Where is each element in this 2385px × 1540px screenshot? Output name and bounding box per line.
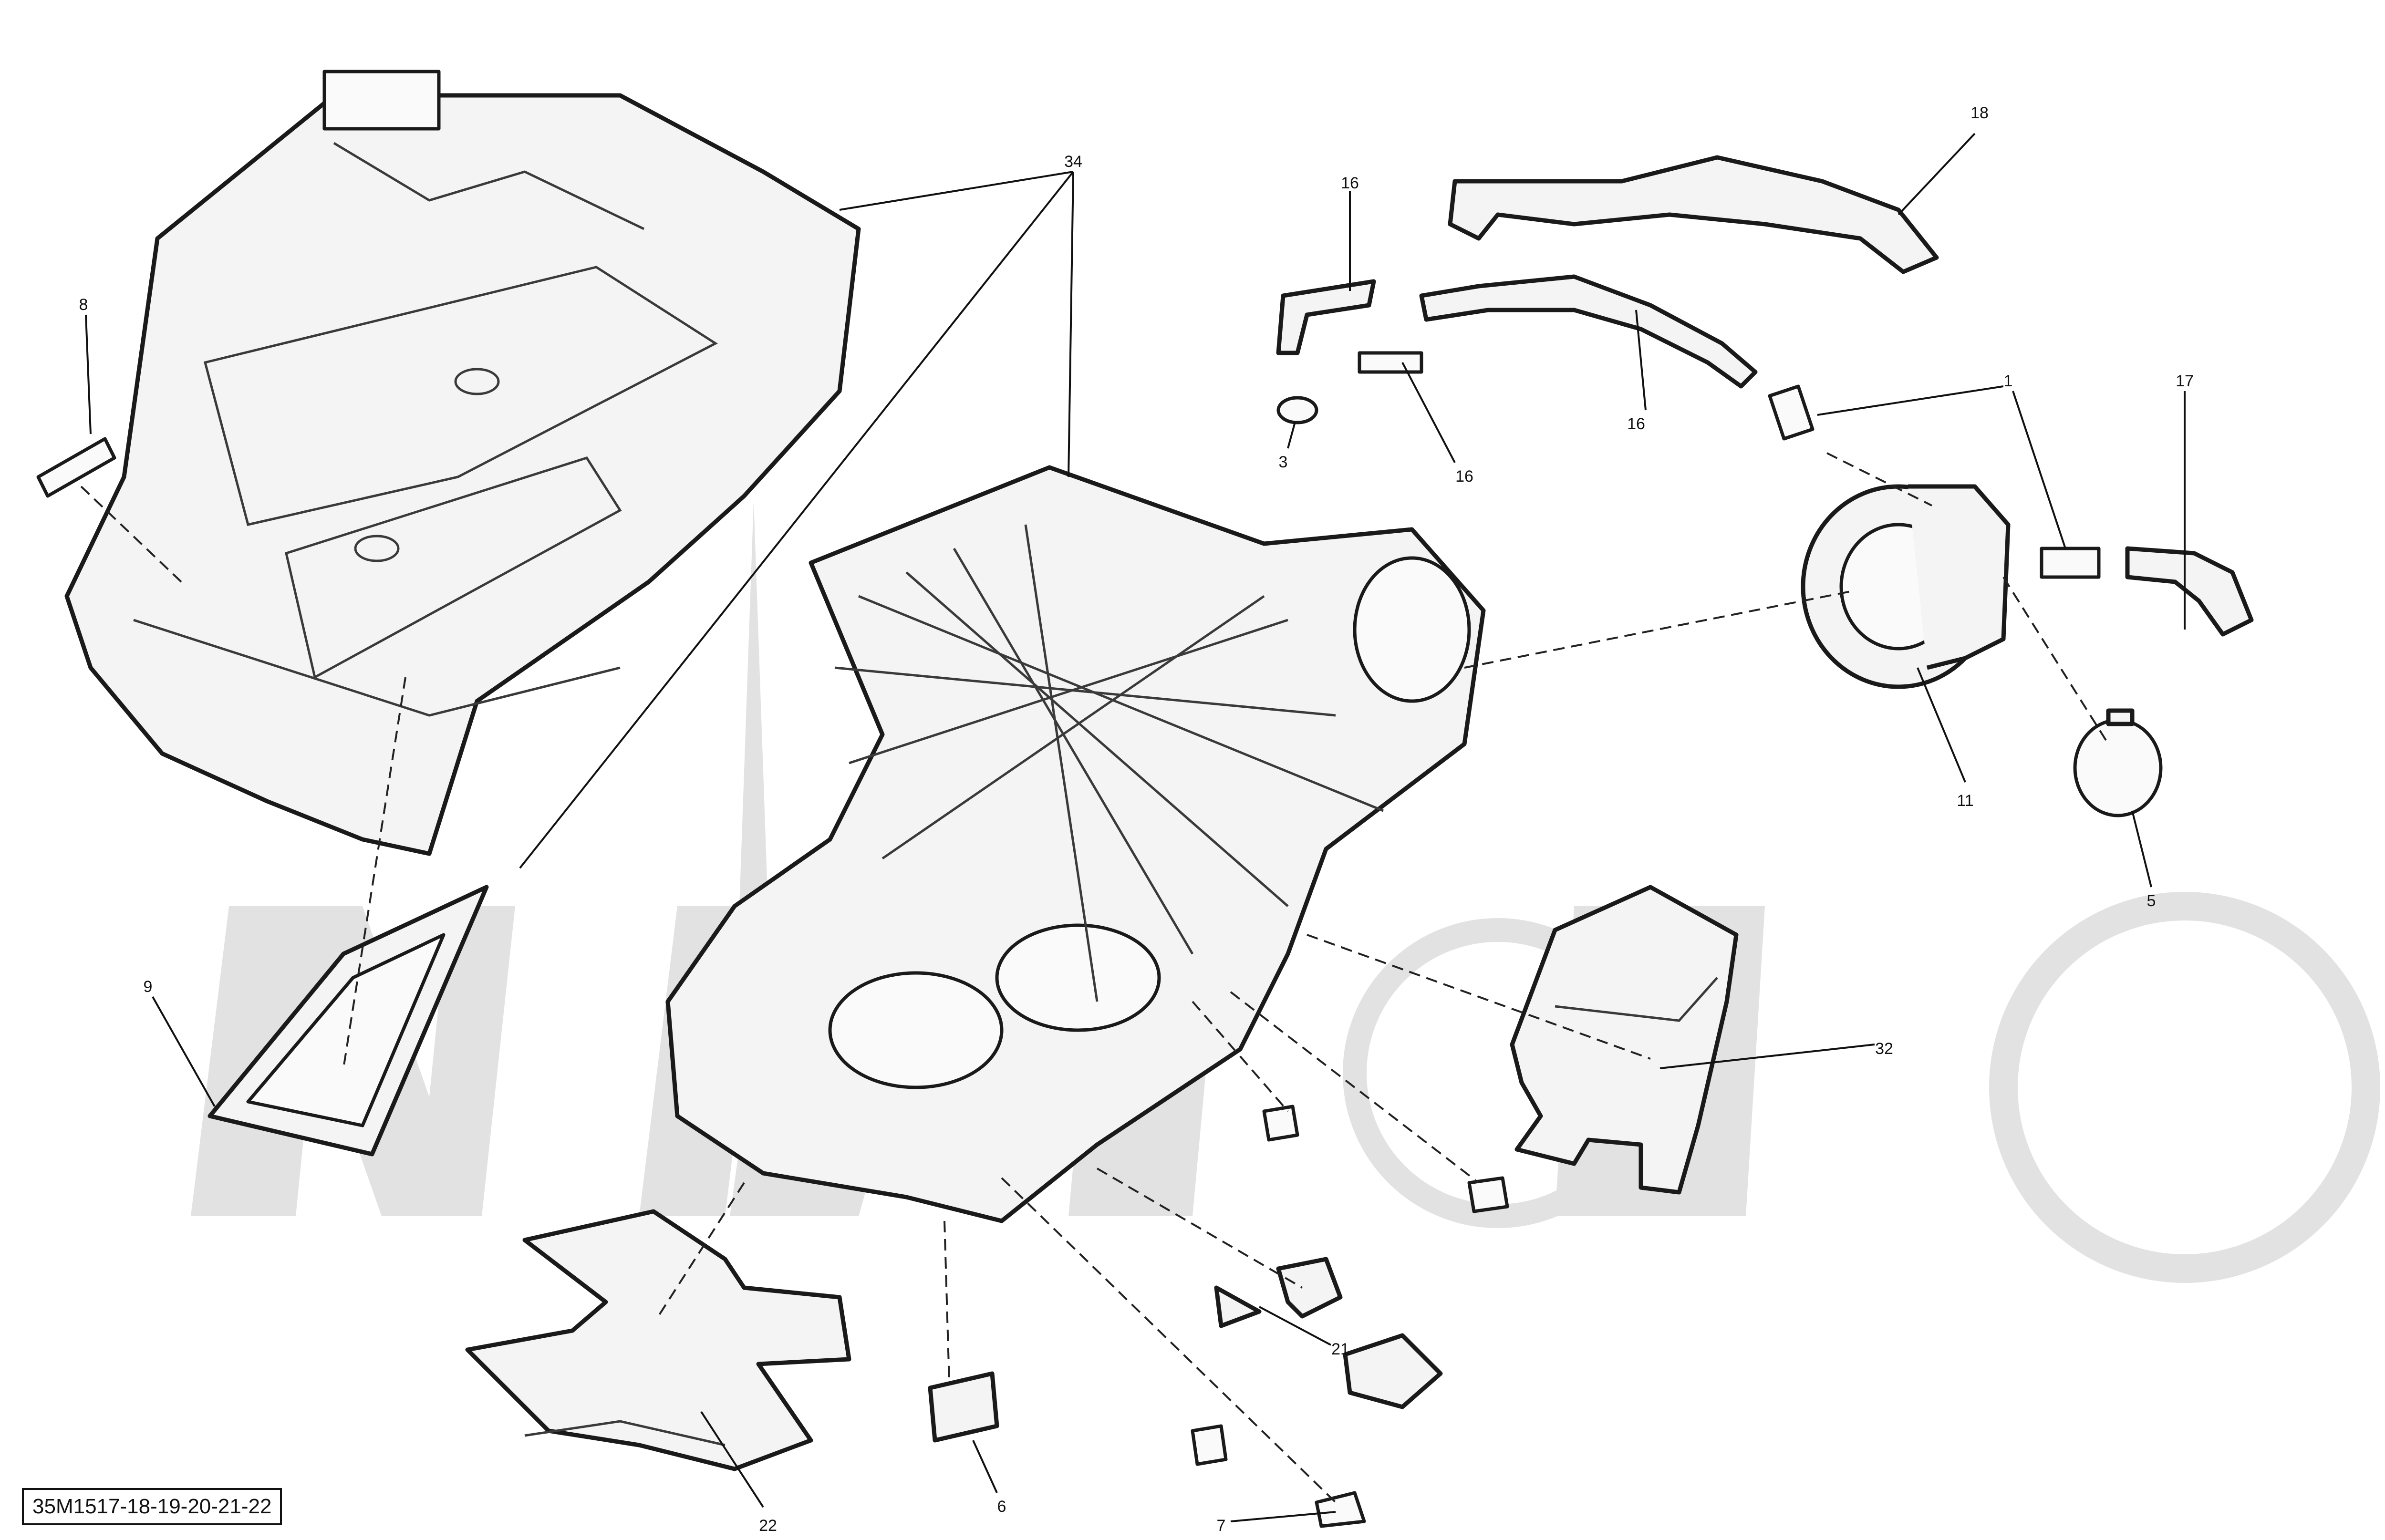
alignment-lines: [80, 452, 2109, 1503]
callout-8: 8: [79, 296, 88, 314]
callout-22: 22: [759, 1517, 777, 1535]
triangular-gasket: [207, 885, 489, 1157]
label-decal: [36, 437, 116, 498]
callout-16-mid: 16: [1627, 415, 1645, 433]
callout-11: 11: [1957, 792, 1973, 810]
leader-lines: [85, 133, 2186, 1522]
callout-1: 1: [2004, 372, 2013, 390]
fitting-connectors: [1768, 384, 2101, 579]
elbow-hose: [2125, 546, 2254, 637]
small-hose-fittings: [1276, 274, 1758, 389]
callout-5: 5: [2147, 892, 2156, 910]
callout-labels: 34 18 16 16 16 3 1 17 8 11 5 9 32 21 22 …: [79, 104, 2194, 1535]
lower-heat-shield: [465, 1209, 851, 1471]
intake-adapter: [1801, 484, 2011, 689]
callout-9: 9: [144, 978, 153, 996]
side-heat-shield: [1510, 885, 1739, 1195]
callout-16-low: 16: [1455, 467, 1473, 486]
callout-3: 3: [1279, 453, 1288, 471]
callout-17: 17: [2176, 372, 2194, 390]
callout-18: 18: [1970, 104, 1989, 122]
callout-7: 7: [1217, 1517, 1226, 1535]
callout-21: 21: [1331, 1340, 1349, 1358]
callout-32: 32: [1875, 1040, 1893, 1058]
hose-clamp-ring: [2073, 708, 2163, 817]
bracket-clips: [1214, 1257, 1443, 1409]
callout-34: 34: [1064, 153, 1082, 171]
small-clamp-ring: [1276, 396, 1318, 424]
curved-plates: [1191, 1105, 1509, 1528]
airbox-lower-body: [665, 465, 1486, 1223]
airbox-upper-cover: [64, 70, 861, 856]
large-breather-hose: [1448, 155, 1939, 274]
diagram-reference-code: 35M1517-18-19-20-21-22: [22, 1488, 282, 1525]
callout-16-top: 16: [1341, 174, 1359, 192]
callout-6: 6: [997, 1498, 1006, 1516]
retaining-clip: [928, 1371, 999, 1443]
